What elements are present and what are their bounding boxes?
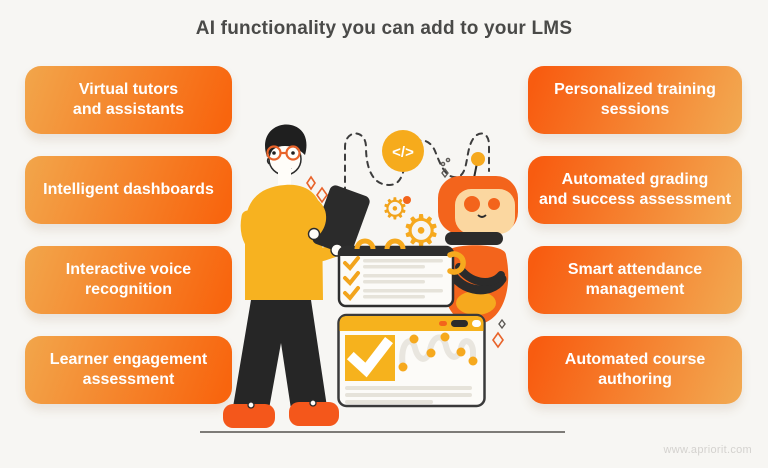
person-hand: [307, 227, 321, 241]
page-title: AI functionality you can add to your LMS: [195, 18, 573, 39]
feature-learner-engagement: Learner engagement assessment: [25, 336, 232, 404]
feature-automated-grading: Automated grading and success assessment: [528, 156, 742, 224]
checklist-row: [343, 256, 443, 271]
feature-personalized-training: Personalized training sessions: [528, 66, 742, 134]
shoe: [289, 402, 339, 426]
checklist-row: [343, 286, 443, 301]
feature-intelligent-dashboards: Intelligent dashboards: [25, 156, 232, 224]
checklist-panel: [337, 238, 455, 308]
browser-panel: [337, 313, 486, 408]
progress-dots: [398, 332, 478, 372]
header-pill: [439, 321, 447, 326]
clip-icon: [384, 238, 406, 250]
robot-face: [455, 189, 515, 234]
robot-smile: [477, 214, 487, 218]
checklist-row: [343, 271, 443, 286]
code-badge: </>: [382, 130, 424, 172]
robot-neck: [445, 232, 503, 245]
feature-smart-attendance: Smart attendance management: [528, 246, 742, 314]
feature-virtual-tutors: Virtual tutors and assistants: [25, 66, 232, 134]
person-shirt: [244, 184, 323, 300]
gear-dot: [403, 196, 411, 204]
robot-eye: [488, 198, 500, 210]
person-illustration: [223, 124, 340, 428]
progress-path: [399, 334, 476, 370]
feature-column-right: Personalized training sessions Automated…: [528, 66, 742, 404]
dashed-flow-path: [344, 132, 490, 194]
header-pill: [451, 320, 468, 327]
tablet-icon: [312, 185, 370, 255]
header-pill: [472, 320, 481, 327]
shoe: [223, 404, 275, 428]
sparkle-icon: [440, 157, 451, 179]
text-line: [345, 386, 472, 390]
text-line: [345, 400, 433, 404]
feature-course-authoring: Automated course authoring: [528, 336, 742, 404]
robot-eye: [464, 196, 480, 212]
person-legs: [233, 300, 327, 409]
browser-header: [339, 316, 484, 331]
sparkle-icon: [492, 318, 506, 349]
robot-illustration: [438, 152, 518, 325]
center-illustration: </> ⚙ ⚙: [200, 124, 565, 433]
big-check-icon: [346, 336, 394, 378]
robot-antenna-tip: [471, 152, 485, 166]
watermark: www.apriorit.com: [663, 444, 752, 456]
feature-voice-recognition: Interactive voice recognition: [25, 246, 232, 314]
text-line: [345, 393, 472, 397]
check-icon: [343, 271, 360, 286]
feature-column-left: Virtual tutors and assistants Intelligen…: [25, 66, 232, 404]
person-hair: [265, 124, 307, 157]
check-icon: [343, 286, 360, 301]
robot-hand: [447, 251, 466, 275]
code-icon: </>: [392, 144, 414, 161]
glasses-icon: [266, 145, 301, 161]
check-icon: [343, 256, 360, 271]
clip-icon: [354, 238, 376, 250]
